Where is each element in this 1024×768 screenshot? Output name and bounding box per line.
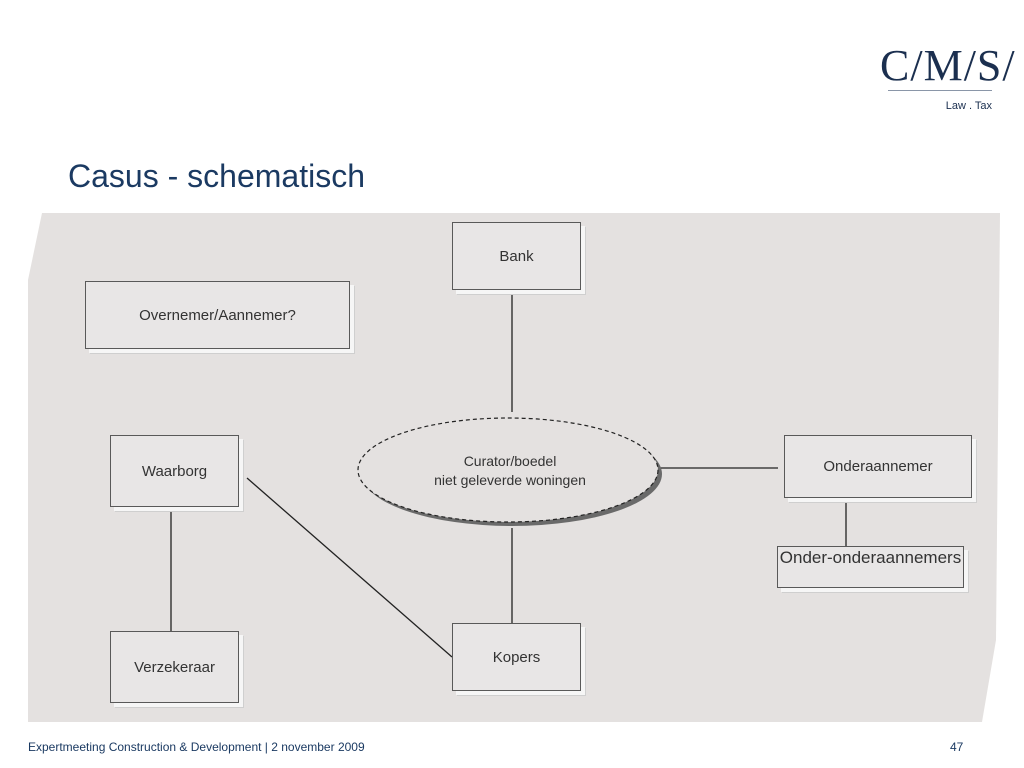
node-bank-label: Bank: [499, 247, 534, 265]
footer-event: Expertmeeting Construction & Development…: [28, 740, 365, 754]
connector-waarborg-kopers: [246, 477, 453, 658]
node-kopers: Kopers: [452, 623, 581, 691]
node-curator-line1: Curator/boedel: [463, 453, 557, 469]
logo-wordmark: C/M/S/: [880, 41, 1016, 90]
logo-rule: [888, 90, 992, 91]
node-waarborg: Waarborg: [110, 435, 239, 507]
node-onderaannemer-label: Onderaannemer: [823, 458, 933, 475]
node-curator-line2: niet geleverde woningen: [434, 472, 586, 488]
curator-ellipse: [357, 417, 659, 523]
node-onder-onderaannemers-label: Onder-onderaannemers: [779, 548, 962, 567]
node-onder-onderaannemers: Onder-onderaannemers: [777, 546, 964, 588]
node-overnemer: Overnemer/Aannemer?: [85, 281, 350, 349]
page-number: 47: [950, 740, 964, 754]
node-onderaannemer: Onderaannemer: [784, 435, 972, 498]
node-overnemer-label: Overnemer/Aannemer?: [139, 306, 296, 324]
node-kopers-label: Kopers: [492, 648, 541, 666]
node-waarborg-label: Waarborg: [141, 462, 208, 480]
node-verzekeraar-label: Verzekeraar: [134, 658, 215, 676]
node-curator: Curator/boedel niet geleverde woningen: [360, 452, 660, 490]
node-bank: Bank: [452, 222, 581, 290]
slide-title: Casus - schematisch: [68, 158, 365, 194]
cms-logo: C/M/S/ Law . Tax: [880, 40, 1016, 116]
logo-tagline: Law . Tax: [945, 100, 992, 112]
node-verzekeraar: Verzekeraar: [110, 631, 239, 703]
